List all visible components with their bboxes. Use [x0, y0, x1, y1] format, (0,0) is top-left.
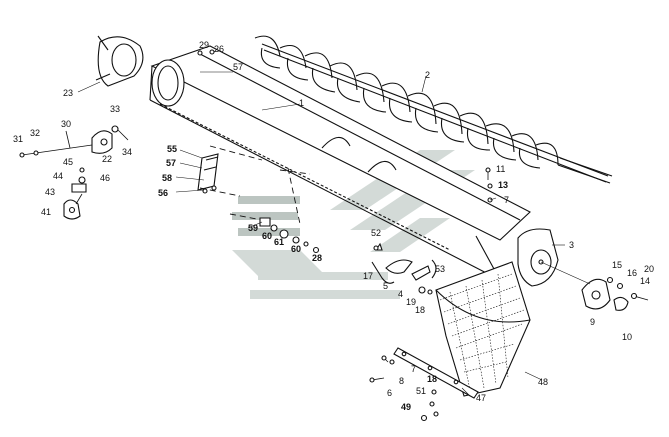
callout-33: 33 [110, 104, 120, 114]
callout-45: 45 [63, 157, 73, 167]
callout-47: 47 [476, 393, 486, 403]
callout-9: 9 [590, 317, 595, 327]
bearing-assembly [19, 125, 129, 158]
callout-5: 5 [383, 281, 388, 291]
callout-20: 20 [644, 264, 654, 274]
callout-48: 48 [538, 377, 548, 387]
callout-1: 1 [299, 98, 304, 108]
watermark-bar-3 [238, 228, 300, 236]
callout-4: 4 [398, 289, 403, 299]
callout-13: 13 [498, 180, 508, 190]
callout-32: 32 [30, 128, 40, 138]
callout-23: 23 [63, 88, 73, 98]
callout-31: 31 [13, 134, 23, 144]
callout-58: 58 [162, 173, 172, 183]
watermark-bar-4 [250, 290, 400, 299]
callout-8: 8 [399, 376, 404, 386]
callout-18-lower: 18 [427, 374, 437, 384]
callout-7-bottom: 7 [411, 364, 416, 374]
callout-17: 17 [363, 271, 373, 281]
bottom-rails [369, 347, 479, 422]
bracket-plates [197, 153, 219, 194]
callout-34: 34 [122, 147, 132, 157]
callout-29: 29 [199, 40, 209, 50]
callout-labels: 1 2 3 4 5 6 7 7 8 9 10 11 13 14 15 16 17… [13, 40, 654, 412]
callout-28-lower: 28 [312, 253, 322, 263]
callout-7-top: 7 [504, 195, 509, 205]
callout-30: 30 [61, 119, 71, 129]
callout-61: 61 [274, 237, 284, 247]
callout-51: 51 [416, 386, 426, 396]
callout-11: 11 [496, 164, 505, 174]
callout-59: 59 [248, 223, 258, 233]
callout-43: 43 [45, 187, 55, 197]
callout-2: 2 [425, 70, 430, 80]
callout-44: 44 [53, 171, 63, 181]
callout-26: 26 [214, 44, 224, 54]
callout-57-left: 57 [166, 158, 176, 168]
small-fasteners [197, 49, 493, 251]
dashed-guides [199, 145, 311, 225]
callout-56: 56 [158, 188, 168, 198]
side-drive [540, 261, 649, 311]
drive-parts [371, 242, 437, 295]
hanger-bracket [63, 167, 87, 220]
callout-16: 16 [627, 268, 637, 278]
end-cap [517, 228, 559, 287]
watermark-bar-1 [238, 196, 300, 204]
callout-6: 6 [387, 388, 392, 398]
callout-49: 49 [401, 402, 411, 412]
callout-3: 3 [569, 240, 574, 250]
callout-18-upper: 18 [415, 305, 425, 315]
callout-15: 15 [612, 260, 622, 270]
callout-53: 53 [435, 264, 445, 274]
callout-55: 55 [167, 144, 177, 154]
callout-46: 46 [100, 173, 110, 183]
callout-14: 14 [640, 276, 650, 286]
bolt-group [259, 217, 320, 254]
callout-41: 41 [41, 207, 51, 217]
callout-57-top: 57 [233, 62, 243, 72]
callout-19: 19 [406, 297, 416, 307]
callout-10: 10 [622, 332, 632, 342]
callout-60-right: 60 [291, 244, 301, 254]
inlet-funnel [95, 35, 144, 87]
auger-tube [149, 45, 531, 281]
watermark-chevron-low [370, 218, 450, 252]
auger-screw [254, 35, 613, 184]
callout-60-left: 60 [262, 231, 272, 241]
watermark-bar-2 [232, 212, 298, 220]
callout-22: 22 [102, 154, 112, 164]
callout-52: 52 [371, 228, 381, 238]
hopper-screen [435, 261, 531, 397]
leader-lines [77, 71, 565, 397]
watermark-bar-5 [258, 272, 388, 280]
